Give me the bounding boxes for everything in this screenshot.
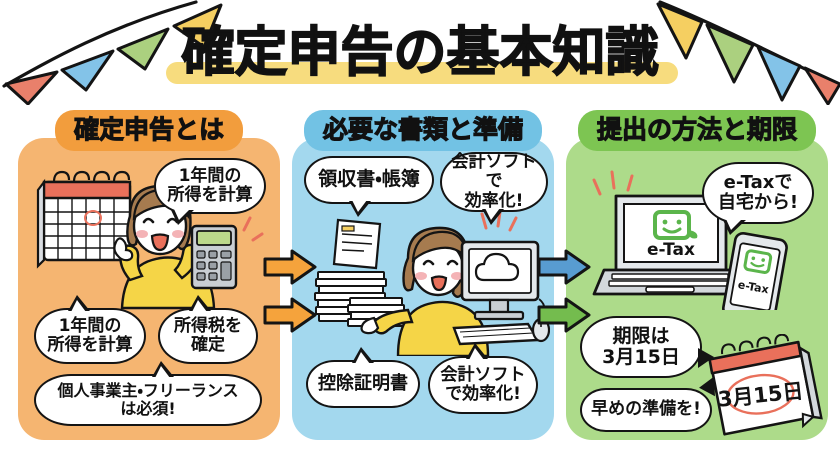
bunting-flag-green — [705, 23, 755, 84]
bubble-calc-income-top: 1年間の 所得を計算 — [154, 158, 266, 225]
illustration-woman-with-calendar-and-calculator — [26, 160, 274, 324]
bubble-accounting-software-bottom: 会計ソフト で効率化! — [428, 343, 538, 414]
arrow-step1-to-step2-bottom — [262, 296, 318, 338]
bubble-calc-income-bottom: 1年間の 所得を計算 — [34, 295, 146, 364]
bunting-left — [0, 0, 230, 109]
bubble-deadline-march-15: 期限は 3月15日 — [580, 316, 714, 378]
document-sheet-icon — [332, 218, 382, 270]
page-title-area: 確定申告の基本知識 — [0, 6, 840, 98]
bubble-line-1: 領収書・帳簿 — [318, 168, 420, 191]
bubble-line-2: 所得を計算 — [167, 185, 253, 205]
bubble-line-1: 控除証明書 — [318, 372, 408, 394]
bunting-right — [650, 0, 840, 109]
bubble-line-1: 所得税を — [174, 315, 242, 336]
bubble-line-2: 確定 — [191, 335, 225, 355]
bubble-tail — [68, 295, 91, 312]
bubble-prepare-early: 早めの準備を! — [580, 372, 723, 432]
illustration-desk-calendar: 3月15日 — [700, 333, 826, 448]
bunting-flag-red — [4, 70, 59, 106]
desktop-monitor-cloud-icon — [460, 240, 540, 321]
panel-heading-2: 必要な書類と準備 — [303, 110, 543, 151]
bunting-flag-red — [803, 66, 840, 106]
sparkle-marks — [592, 170, 634, 196]
bunting-flag-blue — [756, 45, 802, 102]
bubble-tail — [698, 348, 714, 369]
page-title: 確定申告の基本知識 — [181, 21, 660, 83]
illustration-laptop-and-smartphone: e-Tax — [578, 160, 788, 324]
bubble-line-1: 会計ソフトで — [451, 152, 537, 192]
bubble-line-2: 自宅から! — [717, 192, 799, 213]
panel-required-documents-and-prep: 必要な書類と準備 — [292, 110, 554, 440]
bubble-confirm-income-tax: 所得税を 確定 — [158, 295, 258, 364]
bunting-flag-yellow — [656, 2, 704, 60]
bubble-tail — [466, 343, 489, 360]
panel-what-is-kakutei-shinkoku: 確定申告とは — [18, 110, 280, 440]
arrow-step1-to-step2-top — [262, 248, 318, 290]
etax-logo-icon — [653, 210, 698, 240]
bubble-receipts-ledger: 領収書・帳簿 — [304, 156, 434, 217]
bubble-tail — [481, 208, 504, 225]
bubble-line-1: 期限は — [612, 324, 670, 347]
bubble-required-for-freelancers: 個人事業主・フリーランス は必須! — [34, 361, 262, 426]
bunting-flag-green — [116, 27, 170, 71]
bubble-line-1: 個人事業主・フリーランス — [57, 381, 239, 401]
panel-submission-method-and-deadline: 提出の方法と期限 — [566, 110, 828, 440]
bubble-tail — [188, 295, 211, 312]
bubble-deduction-certificate: 控除証明書 — [306, 347, 420, 408]
bubble-line-1: 1年間の — [178, 165, 242, 186]
bubble-line-2: 効率化! — [464, 190, 524, 211]
panel-heading-1: 確定申告とは — [54, 110, 244, 151]
title-highlight-bar — [166, 62, 678, 84]
bubble-line-2: で効率化! — [445, 384, 521, 404]
bubble-tail — [152, 361, 175, 378]
panel-heading-3: 提出の方法と期限 — [577, 110, 817, 151]
bubble-line-2: 3月15日 — [602, 346, 680, 368]
laptop-etax-icon: e-Tax — [592, 194, 750, 296]
bunting-flag-blue — [60, 49, 115, 92]
keyboard-icon — [452, 322, 541, 346]
bunting-flag-yellow — [172, 3, 223, 49]
bubble-line-1: 早めの準備を! — [591, 399, 701, 420]
bubble-line-2: は必須! — [120, 399, 176, 418]
bubble-line-1: e-Taxで — [723, 171, 793, 193]
bubble-tail — [348, 200, 371, 217]
laptop-etax-label: e-Tax — [647, 240, 695, 260]
bubble-etax-from-home: e-Taxで 自宅から! — [702, 162, 814, 235]
bubble-tail — [171, 209, 195, 225]
sparkle-marks — [242, 216, 264, 242]
bubble-tail — [352, 347, 374, 364]
calculator-icon — [190, 224, 238, 290]
bubble-accounting-software-top: 会計ソフトで 効率化! — [440, 152, 548, 225]
bubble-line-1: 1年間の — [58, 315, 122, 336]
phone-etax-label: e-Tax — [737, 278, 770, 296]
wall-calendar-icon — [36, 170, 132, 269]
woman-holding-document-illustration — [360, 226, 490, 358]
bubble-line-2: 所得を計算 — [47, 335, 133, 355]
bubble-tail — [723, 219, 747, 235]
arrow-step2-to-step3-top — [536, 248, 592, 290]
smartphone-etax-icon: e-Tax — [722, 231, 788, 324]
illustration-woman-with-documents-and-computer — [302, 206, 551, 360]
bubble-line-1: 会計ソフト — [440, 364, 526, 385]
arrow-step2-to-step3-bottom — [536, 296, 592, 338]
desk-calendar-icon: 3月15日 — [708, 333, 823, 436]
